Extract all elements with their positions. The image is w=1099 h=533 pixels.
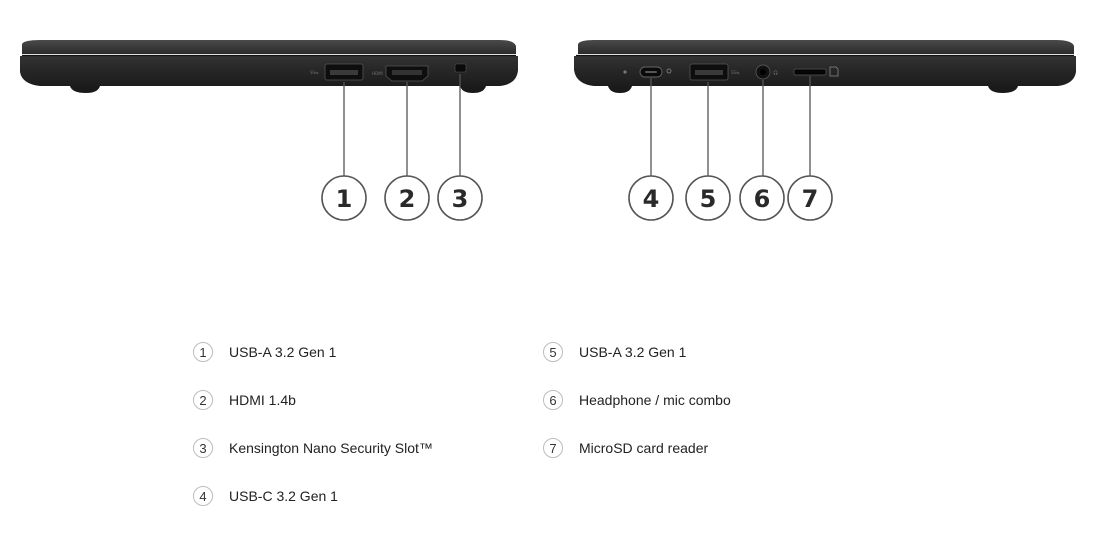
microsd-slot [793,68,827,76]
headphone-jack [755,64,771,80]
legend-label: USB-A 3.2 Gen 1 [579,344,687,360]
usb-marking-left: SS⇆ [310,70,319,75]
svg-text:4: 4 [643,185,660,213]
legend-label: USB-A 3.2 Gen 1 [229,344,337,360]
callout-1: 1 [321,175,367,221]
legend-item-1: 1 USB-A 3.2 Gen 1 [193,341,336,363]
legend-label: HDMI 1.4b [229,392,296,408]
svg-text:5: 5 [700,185,717,213]
svg-text:3: 3 [452,185,469,213]
usb-marking-right: SS⇆ [731,70,740,75]
callout-7: 7 [787,175,833,221]
sd-card-icon [829,66,839,77]
legend-badge: 7 [543,438,563,458]
usb-a-port-left [324,63,364,81]
hdmi-marking: HDMI [372,71,383,76]
legend-label: MicroSD card reader [579,440,709,456]
legend-item-5: 5 USB-A 3.2 Gen 1 [543,341,686,363]
legend-badge: 5 [543,342,563,362]
callout-6: 6 [739,175,785,221]
legend-item-6: 6 Headphone / mic combo [543,389,731,411]
usb-c-port [639,66,663,78]
legend-label: Kensington Nano Security Slot™ [229,440,433,456]
security-slot [454,63,467,73]
hdmi-port [385,65,429,82]
svg-text:6: 6 [754,185,771,213]
legend-badge: 6 [543,390,563,410]
usb-c-icon [666,68,672,74]
callout-lines [343,74,811,176]
legend-badge: 2 [193,390,213,410]
legend-badge: 3 [193,438,213,458]
laptop-left-side: SS⇆ HDMI [20,40,518,93]
legend-item-2: 2 HDMI 1.4b [193,389,296,411]
led-indicator [623,70,627,74]
callout-5: 5 [685,175,731,221]
callout-2: 2 [384,175,430,221]
legend-item-3: 3 Kensington Nano Security Slot™ [193,437,433,459]
legend-item-7: 7 MicroSD card reader [543,437,708,459]
svg-text:1: 1 [336,185,353,213]
headset-icon: 🎧 [773,70,778,75]
usb-a-port-right [689,63,729,81]
legend-badge: 4 [193,486,213,506]
legend-label: Headphone / mic combo [579,392,731,408]
svg-text:2: 2 [399,185,416,213]
callout-4: 4 [628,175,674,221]
svg-text:7: 7 [802,185,819,213]
callout-3: 3 [437,175,483,221]
laptop-right-side: SS⇆ 🎧 [574,40,1076,93]
legend-item-4: 4 USB-C 3.2 Gen 1 [193,485,338,507]
legend-label: USB-C 3.2 Gen 1 [229,488,338,504]
legend-badge: 1 [193,342,213,362]
